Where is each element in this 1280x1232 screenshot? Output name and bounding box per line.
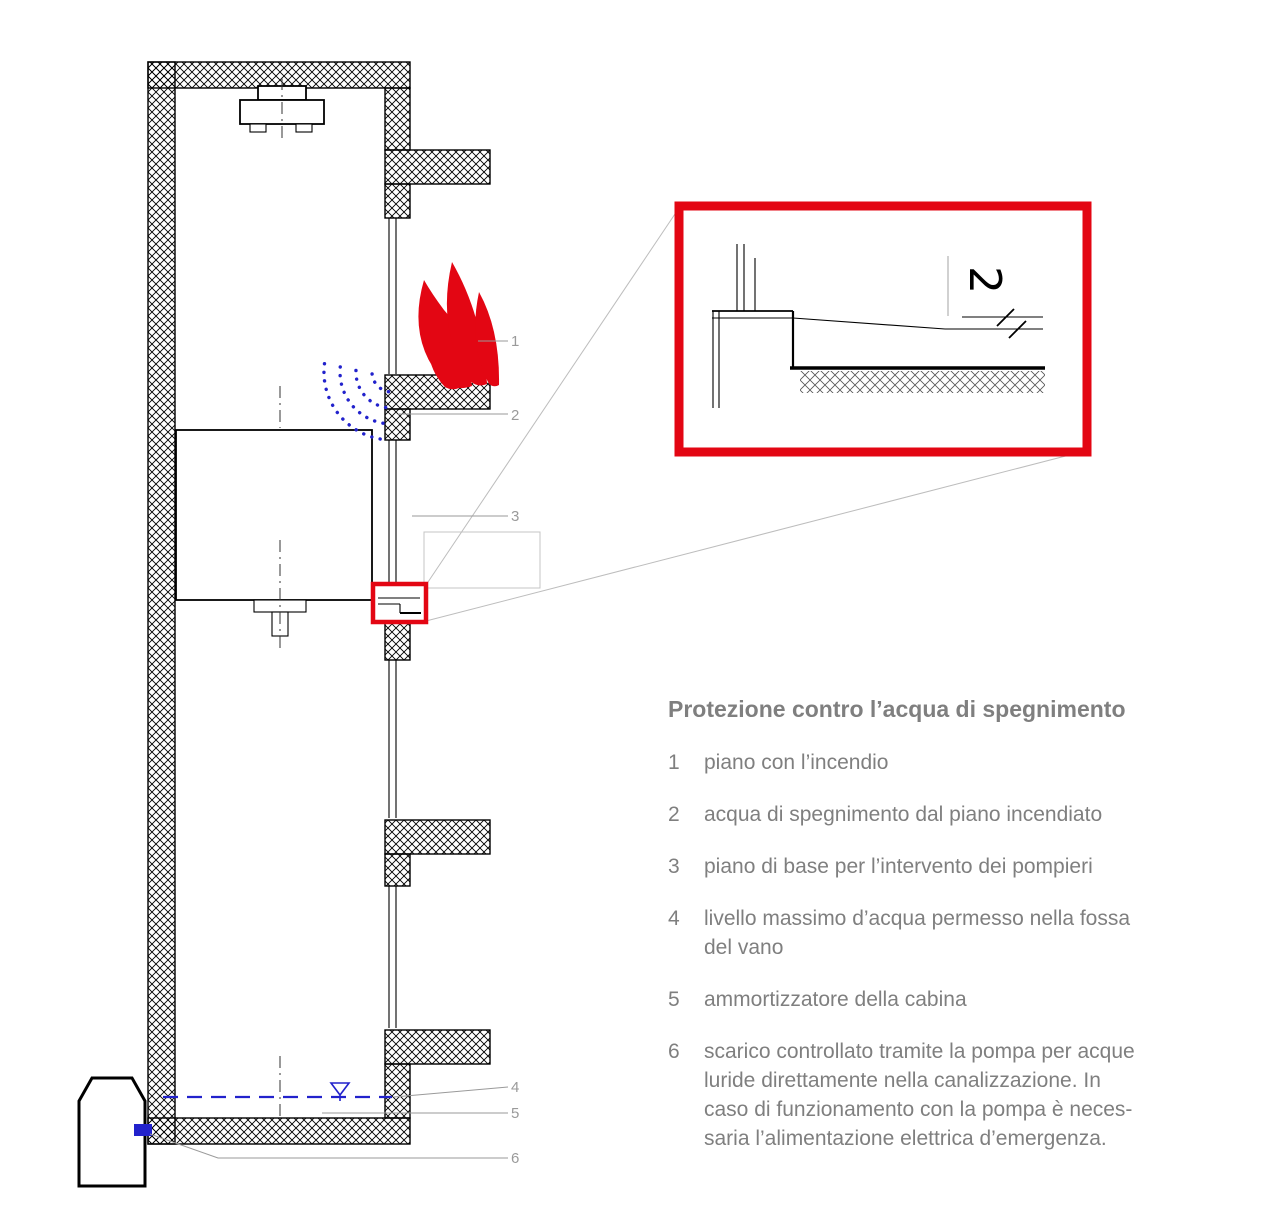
legend-item-text: livello massimo d’acqua permesso nella f… xyxy=(704,907,1131,959)
legend-item-text: piano di base per l’intervento dei pompi… xyxy=(704,855,1093,878)
legend-item-number: 5 xyxy=(668,988,680,1011)
dimension-ticks xyxy=(996,308,1027,339)
legend-item-number: 3 xyxy=(668,855,680,878)
fire-flames-icon xyxy=(418,262,500,390)
marker-3: 3 xyxy=(511,508,519,525)
legend-item-text: scarico controllato tramite la pompa per… xyxy=(704,1040,1135,1150)
legend-item-number: 1 xyxy=(668,751,680,774)
sump-container xyxy=(77,1076,152,1188)
legend: Protezione contro l’acqua di spegnimento… xyxy=(668,694,1186,1176)
dimension-label: 2 xyxy=(959,266,1010,294)
detail-marker-box xyxy=(370,581,429,625)
drain-outlet-icon xyxy=(134,1124,152,1136)
legend-item-1: 1 piano con l’incendio xyxy=(668,748,1186,777)
water-spray-icon xyxy=(322,358,391,441)
marker-4: 4 xyxy=(511,1079,519,1096)
drawing-markers: 1 2 3 4 5 6 xyxy=(511,333,519,1167)
marker-5: 5 xyxy=(511,1105,519,1122)
legend-item-2: 2 acqua di spegnimento dal piano incendi… xyxy=(668,800,1186,829)
legend-item-3: 3 piano di base per l’intervento dei pom… xyxy=(668,852,1186,881)
legend-item-5: 5 ammortizzatore della cabina xyxy=(668,985,1186,1014)
detail-connector-lines xyxy=(425,207,1086,622)
water-level-line xyxy=(163,1082,392,1101)
detail-callout-mask xyxy=(423,531,541,589)
marker-1: 1 xyxy=(511,333,519,350)
screed-hatch xyxy=(800,371,1045,393)
legend-item-6: 6 scarico controllato tramite la pompa p… xyxy=(668,1037,1186,1153)
legend-item-text: ammortizzatore della cabina xyxy=(704,988,967,1011)
legend-title: Protezione contro l’acqua di spegnimento xyxy=(668,696,1126,722)
drive-machine-icon xyxy=(239,78,325,140)
legend-item-number: 6 xyxy=(668,1040,680,1063)
legend-item-text: acqua di spegnimento dal piano incendiat… xyxy=(704,803,1103,826)
detail-view-drawing: 2 xyxy=(712,244,1045,408)
legend-item-text: piano con l’incendio xyxy=(704,751,889,774)
floor-slabs xyxy=(384,149,491,1065)
legend-item-number: 2 xyxy=(668,803,680,826)
legend-item-4: 4 livello massimo d’acqua permesso nella… xyxy=(668,904,1186,962)
landing-doors xyxy=(388,218,397,1028)
leader-lines xyxy=(149,340,509,1159)
marker-2: 2 xyxy=(511,407,519,424)
water-level-symbol xyxy=(329,1082,351,1101)
shaft-walls xyxy=(147,61,411,1145)
marker-6: 6 xyxy=(511,1150,519,1167)
detail-view-box: 2 xyxy=(674,201,1092,457)
elevator-car xyxy=(175,429,373,637)
legend-item-number: 4 xyxy=(668,907,680,930)
